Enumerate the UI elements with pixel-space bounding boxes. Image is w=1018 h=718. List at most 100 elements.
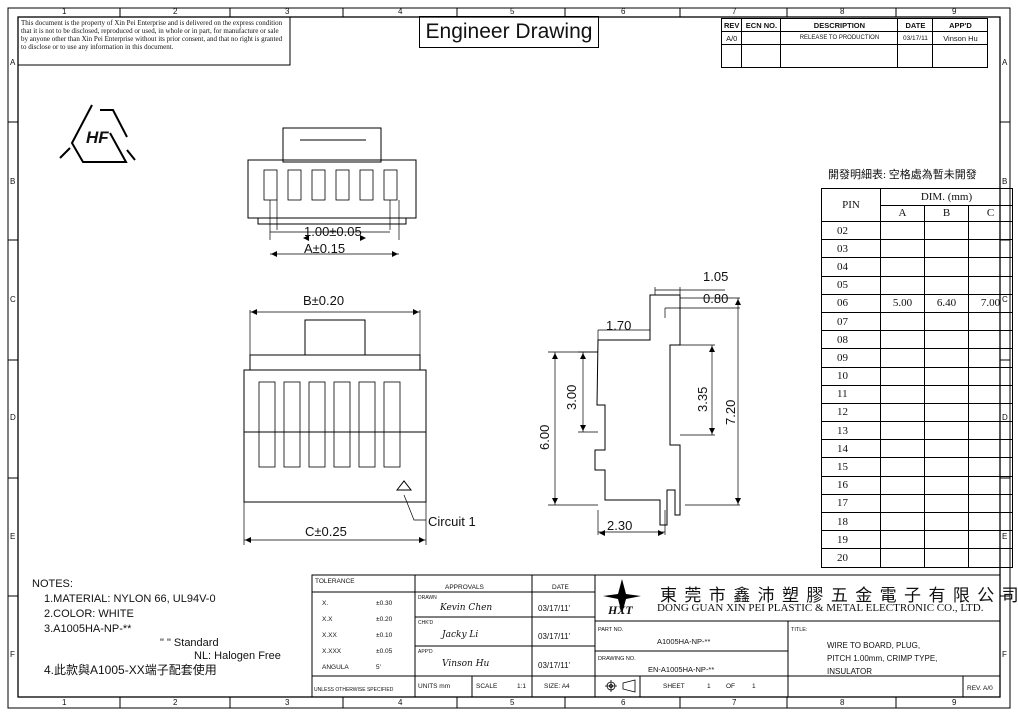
pin-dim-cell bbox=[924, 439, 969, 459]
hf-recycle-icon bbox=[59, 104, 136, 163]
col-label: 3 bbox=[285, 698, 290, 707]
pin-dim-cell bbox=[968, 439, 1013, 459]
pin-number: 14 bbox=[821, 439, 881, 459]
dim-6-00: 6.00 bbox=[537, 424, 552, 450]
pin-dim-cell bbox=[968, 239, 1013, 259]
drawn-label: DRAWN bbox=[418, 595, 437, 601]
size-label: SIZE: A4 bbox=[544, 683, 570, 690]
of-label: OF bbox=[726, 683, 736, 690]
part-no-value: A1005HA-NP-** bbox=[657, 637, 711, 646]
rev-cell: A/0 bbox=[720, 31, 743, 45]
col-b-header: B bbox=[924, 204, 969, 222]
col-label: 7 bbox=[732, 698, 737, 707]
tolerance-value: 5' bbox=[376, 664, 381, 671]
pin-dim-cell bbox=[880, 475, 925, 495]
pin-dim-cell bbox=[880, 257, 925, 277]
pin-number: 06 bbox=[821, 293, 881, 313]
pin-dim-cell bbox=[880, 530, 925, 550]
row-label: F bbox=[1002, 650, 1007, 659]
pin-row: 13 bbox=[821, 421, 1013, 441]
note-3-halogen: NL: Halogen Free bbox=[194, 650, 281, 662]
page-title: Engineer Drawing bbox=[419, 16, 599, 48]
pin-dim-cell bbox=[924, 220, 969, 241]
appd-label: APP'D bbox=[418, 649, 433, 655]
dim-pitch: 1.00±0.05 bbox=[304, 224, 362, 239]
pin-dim-cell bbox=[924, 311, 969, 332]
pin-number: 15 bbox=[821, 457, 881, 477]
row-label: F bbox=[10, 650, 15, 659]
col-label: 1 bbox=[62, 698, 67, 707]
pin-number: 07 bbox=[821, 311, 881, 332]
pin-dim-cell bbox=[924, 457, 969, 477]
drawn-name: Kevin Chen bbox=[440, 603, 493, 613]
sheet-label: SHEET bbox=[663, 683, 685, 690]
pin-number: 10 bbox=[821, 366, 881, 386]
pin-row: 17 bbox=[821, 493, 1013, 514]
description-header: DESCRIPTION bbox=[780, 18, 899, 32]
pin-row: 08 bbox=[821, 330, 1013, 350]
tolerance-heading: TOLERANCE bbox=[315, 578, 355, 585]
pin-dim-cell: 7.00 bbox=[968, 293, 1013, 313]
title-line-3: INSULATOR bbox=[827, 667, 873, 676]
pin-dim-cell bbox=[968, 493, 1013, 514]
pin-row: 14 bbox=[821, 439, 1013, 459]
pin-dim-cell bbox=[968, 257, 1013, 277]
drawing-no-value: EN-A1005HA-NP-** bbox=[648, 665, 715, 674]
row-label: E bbox=[10, 532, 16, 541]
date-header: DATE bbox=[897, 18, 934, 32]
pin-row: 04 bbox=[821, 257, 1013, 277]
col-label: 2 bbox=[173, 698, 178, 707]
pin-number: 12 bbox=[821, 402, 881, 423]
ecn-cell bbox=[741, 31, 782, 45]
pin-row: 18 bbox=[821, 511, 1013, 532]
appd-name: Vinson Hu bbox=[442, 659, 490, 669]
col-label: 5 bbox=[510, 698, 515, 707]
pin-number: 13 bbox=[821, 421, 881, 441]
scale-value: 1:1 bbox=[517, 683, 527, 690]
circuit-label: Circuit 1 bbox=[428, 514, 476, 529]
col-label: 4 bbox=[398, 7, 403, 16]
pin-dim-cell bbox=[880, 384, 925, 404]
col-label: 5 bbox=[510, 7, 515, 16]
pin-number: 18 bbox=[821, 511, 881, 532]
pin-dim-cell bbox=[880, 348, 925, 368]
pin-row: 12 bbox=[821, 402, 1013, 423]
revision-table: REV ECN NO. DESCRIPTION DATE APP'D A/0 R… bbox=[720, 18, 989, 68]
pin-dim-cell bbox=[880, 439, 925, 459]
tolerance-label: X.XX bbox=[322, 632, 337, 639]
chkd-date: 03/17/11' bbox=[538, 632, 571, 641]
col-label: 2 bbox=[173, 7, 178, 16]
date-heading: DATE bbox=[552, 584, 569, 591]
pin-dim-cell bbox=[968, 220, 1013, 241]
tolerance-value: ±0.30 bbox=[376, 600, 393, 607]
pin-number: 02 bbox=[821, 220, 881, 241]
pin-row: 03 bbox=[821, 239, 1013, 259]
pin-header: PIN bbox=[821, 188, 881, 222]
title-label: TITLE: bbox=[791, 627, 808, 633]
of-value: 1 bbox=[752, 683, 756, 690]
pin-number: 19 bbox=[821, 530, 881, 550]
units-label: UNITS mm bbox=[418, 683, 451, 690]
pin-dim-cell bbox=[924, 348, 969, 368]
pin-dim-cell bbox=[880, 330, 925, 350]
pin-dim-cell bbox=[968, 275, 1013, 295]
pin-dim-cell bbox=[880, 548, 925, 568]
col-label: 9 bbox=[952, 7, 957, 16]
appd-header: APP'D bbox=[932, 18, 989, 32]
note-1: 1.MATERIAL: NYLON 66, UL94V-0 bbox=[44, 593, 216, 605]
title-line-2: PITCH 1.00mm, CRIMP TYPE, bbox=[827, 654, 938, 663]
pin-dim-cell bbox=[968, 348, 1013, 368]
date-cell: 03/17/11 bbox=[897, 31, 934, 45]
pin-dim-cell bbox=[924, 548, 969, 568]
notes-block: NOTES: 1.MATERIAL: NYLON 66, UL94V-0 2.C… bbox=[32, 577, 281, 678]
pin-row: 07 bbox=[821, 311, 1013, 332]
part-no-label: PART NO. bbox=[598, 627, 624, 633]
dim-3-35: 3.35 bbox=[695, 386, 710, 412]
drawing-no-label: DRAWING NO. bbox=[598, 656, 636, 662]
tolerance-footer: UNLESS OTHERWISE SPECIFIED bbox=[314, 687, 394, 693]
note-3-standard: " " Standard bbox=[160, 637, 219, 649]
pin-dim-cell bbox=[924, 421, 969, 441]
col-label: 6 bbox=[621, 698, 626, 707]
col-a-header: A bbox=[880, 204, 925, 222]
